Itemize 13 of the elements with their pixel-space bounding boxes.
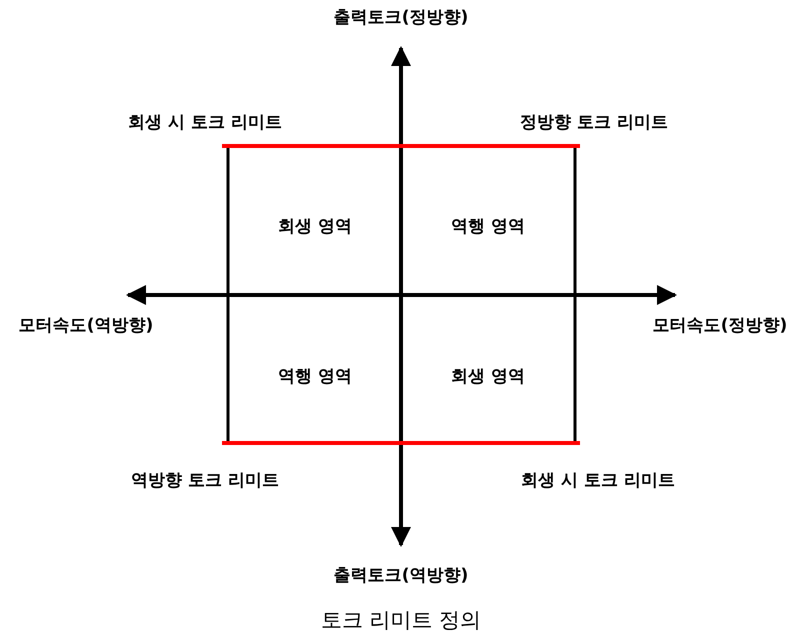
axis-label: 출력토크(정방향) [334,6,468,28]
axis-label: 출력토크(역방향) [334,564,468,586]
region-label: 역행 영역 [278,366,352,388]
region-label: 역행 영역 [451,216,525,238]
limit-label: 역방향 토크 리미트 [131,470,279,492]
caption: 토크 리미트 정의 [320,607,482,634]
axis-label: 모터속도(정방향) [652,314,788,336]
limit-label: 회생 시 토크 리미트 [521,470,675,492]
region-label: 회생 영역 [278,216,352,238]
axis-label: 모터속도(역방향) [18,314,154,336]
limit-label: 정방향 토크 리미트 [520,112,668,134]
limit-label: 회생 시 토크 리미트 [128,112,282,134]
region-label: 회생 영역 [451,366,525,388]
